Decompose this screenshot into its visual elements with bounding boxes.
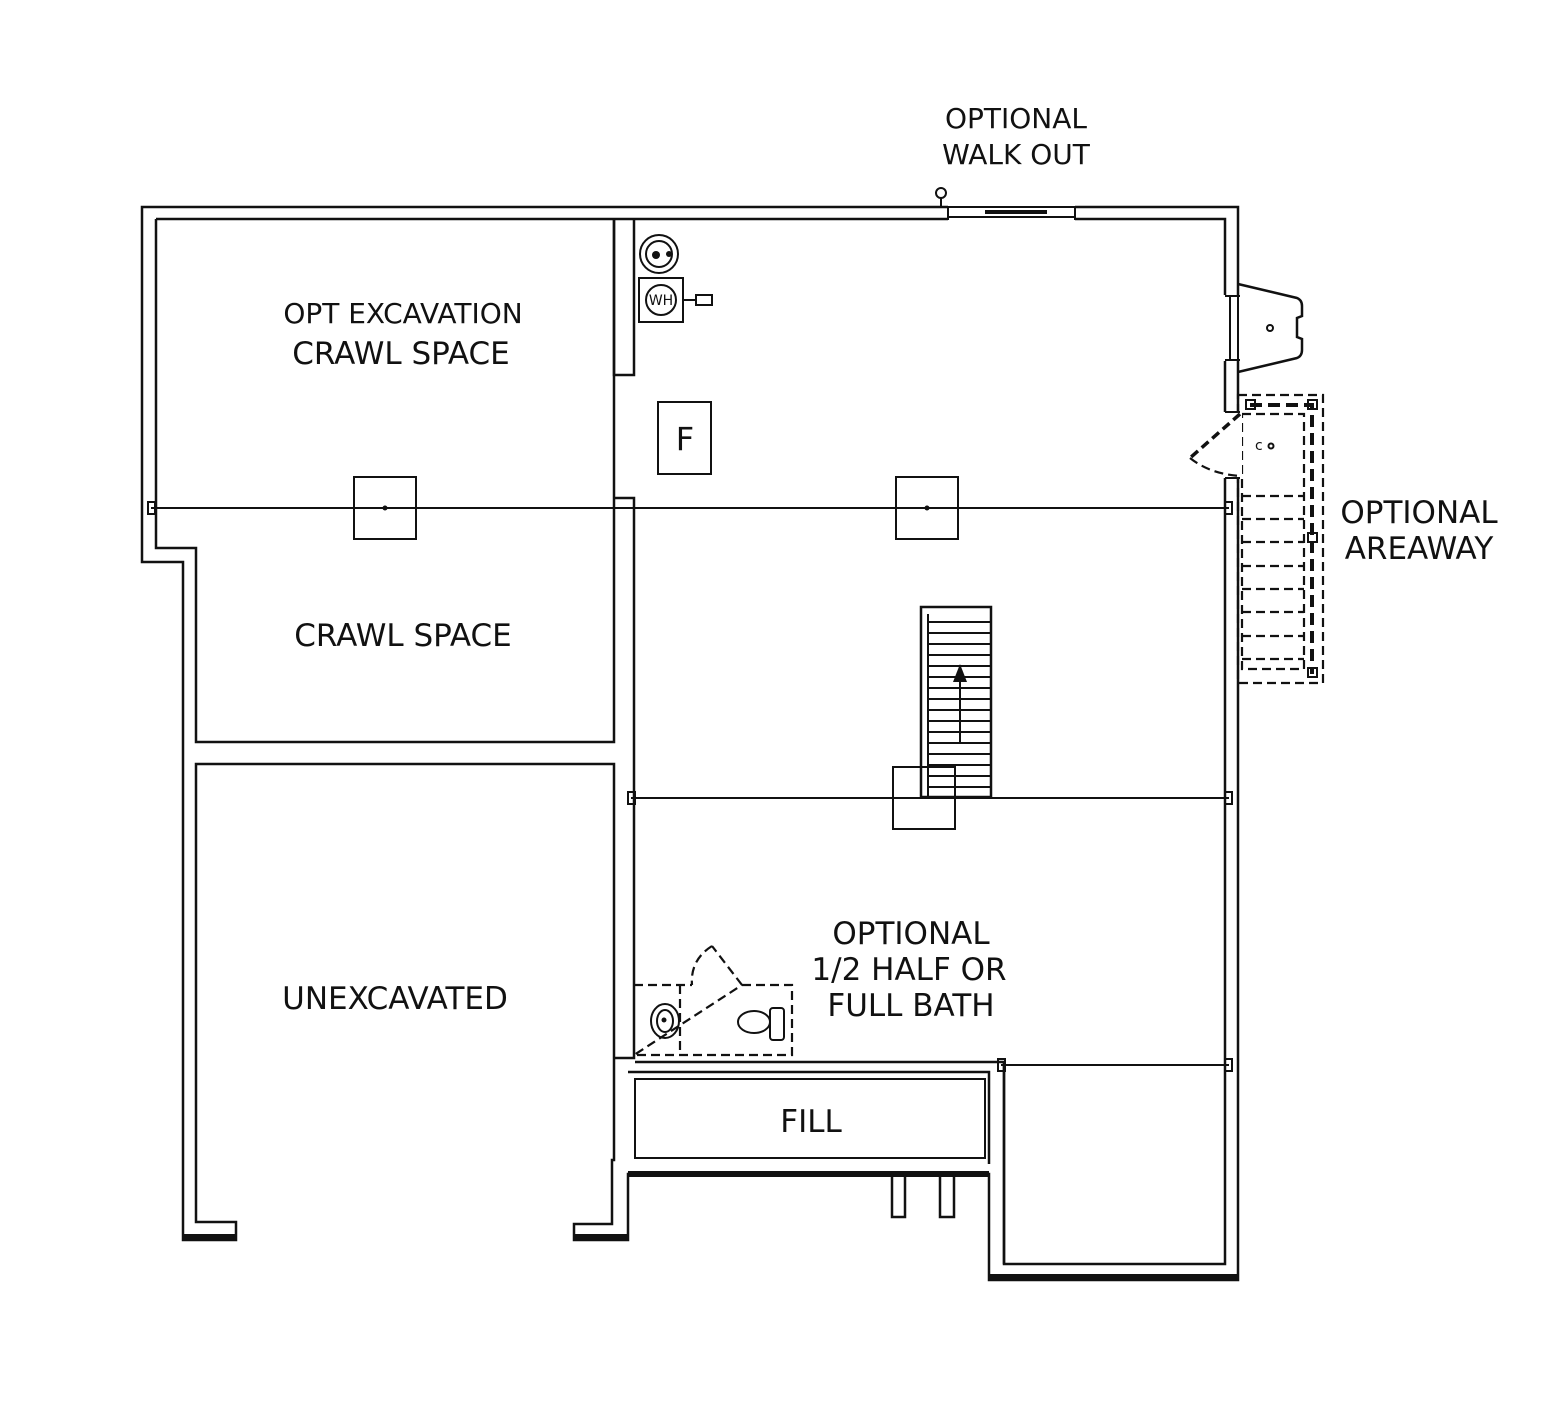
areaway-post-4	[1307, 667, 1318, 678]
areaway-post-2	[1307, 399, 1318, 410]
bath-label-line1: OPTIONAL	[832, 916, 990, 952]
footing-left	[353, 476, 417, 540]
wall-thick-bottom-left2	[574, 1234, 628, 1241]
wall-thick-bottom-left	[183, 1234, 237, 1241]
unexcavated-label: UNEXCAVATED	[282, 981, 508, 1017]
areaway-label-line1: OPTIONAL	[1340, 495, 1498, 531]
furnace-label: F	[676, 420, 694, 458]
beam-middle-end-left	[627, 791, 636, 805]
water-heater-label: WH	[649, 293, 673, 309]
fill-area	[634, 1078, 986, 1159]
wall-thick-bottom-mid	[628, 1171, 989, 1177]
areaway-door-swing	[1189, 457, 1241, 478]
areaway-door-leaf	[1188, 412, 1242, 460]
furnace-box	[657, 401, 712, 475]
bath-label-line2: 1/2 HALF OR	[811, 952, 1006, 988]
areaway-outer	[1236, 393, 1325, 685]
lavatory-bowl	[656, 1009, 674, 1033]
window-well-drain-icon	[1266, 324, 1274, 332]
beam-upper-end-left	[147, 501, 156, 515]
opt-excavation-label: OPT EXCAVATION	[283, 297, 522, 330]
footing-left-post	[382, 505, 388, 511]
walkout-label-line2: WALK OUT	[942, 138, 1091, 171]
walkout-label-line1: OPTIONAL	[945, 102, 1087, 135]
areaway-post-3	[1307, 532, 1318, 543]
footing-right	[895, 476, 959, 540]
beam-lower-end-left	[997, 1058, 1006, 1072]
crawl-space-label: CRAWL SPACE	[294, 618, 512, 654]
bath-door-leaf	[711, 945, 743, 986]
wall-stub-upper	[612, 219, 636, 377]
areaway-door-opening	[1222, 412, 1242, 478]
wall-central	[614, 496, 636, 1060]
water-heater-vent	[695, 294, 713, 306]
window-well-outline	[1237, 282, 1304, 374]
sump-dot-right	[666, 251, 672, 257]
areaway-wall	[1250, 403, 1314, 674]
toilet-icon	[737, 1010, 771, 1034]
wall-thick-bottom-right	[989, 1274, 1239, 1281]
sump-pit-icon	[639, 234, 679, 274]
toilet-tank	[769, 1007, 785, 1041]
fill-label: FILL	[780, 1104, 842, 1140]
optional-bath	[630, 945, 794, 1057]
footings	[353, 476, 959, 830]
sump-dot-left	[652, 251, 660, 259]
bath-label-line3: FULL BATH	[827, 988, 994, 1024]
areaway-label-line2: AREAWAY	[1345, 531, 1494, 567]
window-well	[1222, 282, 1304, 374]
beam-upper-end-right	[1224, 501, 1233, 515]
areaway-post-1	[1245, 399, 1256, 410]
hose-bib-icon	[935, 187, 947, 199]
crawl-space-top-label: CRAWL SPACE	[292, 336, 510, 372]
stair-outline	[919, 605, 993, 799]
mechanical	[638, 234, 713, 475]
lavatory-icon	[650, 1003, 680, 1039]
pier-left	[890, 1174, 907, 1219]
pier-right	[938, 1174, 956, 1219]
walkout	[935, 187, 1076, 221]
crawl-boundary-inner	[154, 219, 616, 744]
beam-lower-end-right	[1224, 1058, 1233, 1072]
water-heater-icon	[645, 284, 677, 316]
areaway-drain-dot	[1267, 442, 1275, 450]
footing-right-post	[924, 505, 930, 511]
wall-fill-box	[628, 1070, 991, 1164]
labels: OPTIONAL WALK OUT OPT EXCAVATION CRAWL S…	[282, 102, 1498, 1140]
bath-outline	[630, 983, 794, 1057]
areaway: c	[1188, 393, 1325, 685]
beam-middle-end-right	[1224, 791, 1233, 805]
bath-door-swing	[690, 945, 713, 986]
stair-up-arrow-icon	[953, 664, 967, 682]
areaway-drain-icon: c	[1255, 438, 1263, 454]
interior-walls	[612, 219, 1006, 1264]
lavatory-drain	[661, 1017, 667, 1023]
stairs	[919, 605, 993, 799]
walkout-slider-panel	[985, 210, 1047, 214]
